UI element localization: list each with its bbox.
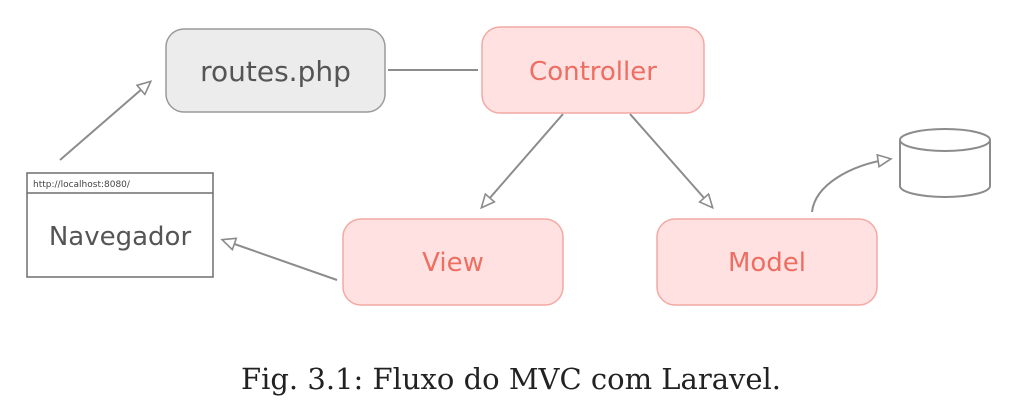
browser-url: http://localhost:8080/ [33, 180, 131, 190]
node-routes: routes.php [165, 28, 386, 113]
edge-view-to-browser [223, 240, 338, 281]
node-model: Model [656, 218, 878, 306]
model-label: Model [728, 248, 806, 278]
edge-controller-to-model [629, 113, 712, 207]
node-browser: http://localhost:8080/ Navegador [26, 172, 214, 278]
node-controller: Controller [481, 26, 705, 114]
database-icon [899, 128, 991, 198]
node-view: View [342, 218, 564, 306]
browser-label: Navegador [49, 222, 192, 252]
figure-caption: Fig. 3.1: Fluxo do MVC com Laravel. [240, 362, 782, 396]
edge-model-to-database [811, 159, 890, 213]
edge-controller-to-view [482, 113, 564, 207]
edge-browser-to-routes [59, 82, 150, 161]
controller-label: Controller [529, 57, 657, 87]
routes-label: routes.php [200, 55, 351, 88]
view-label: View [422, 248, 484, 278]
